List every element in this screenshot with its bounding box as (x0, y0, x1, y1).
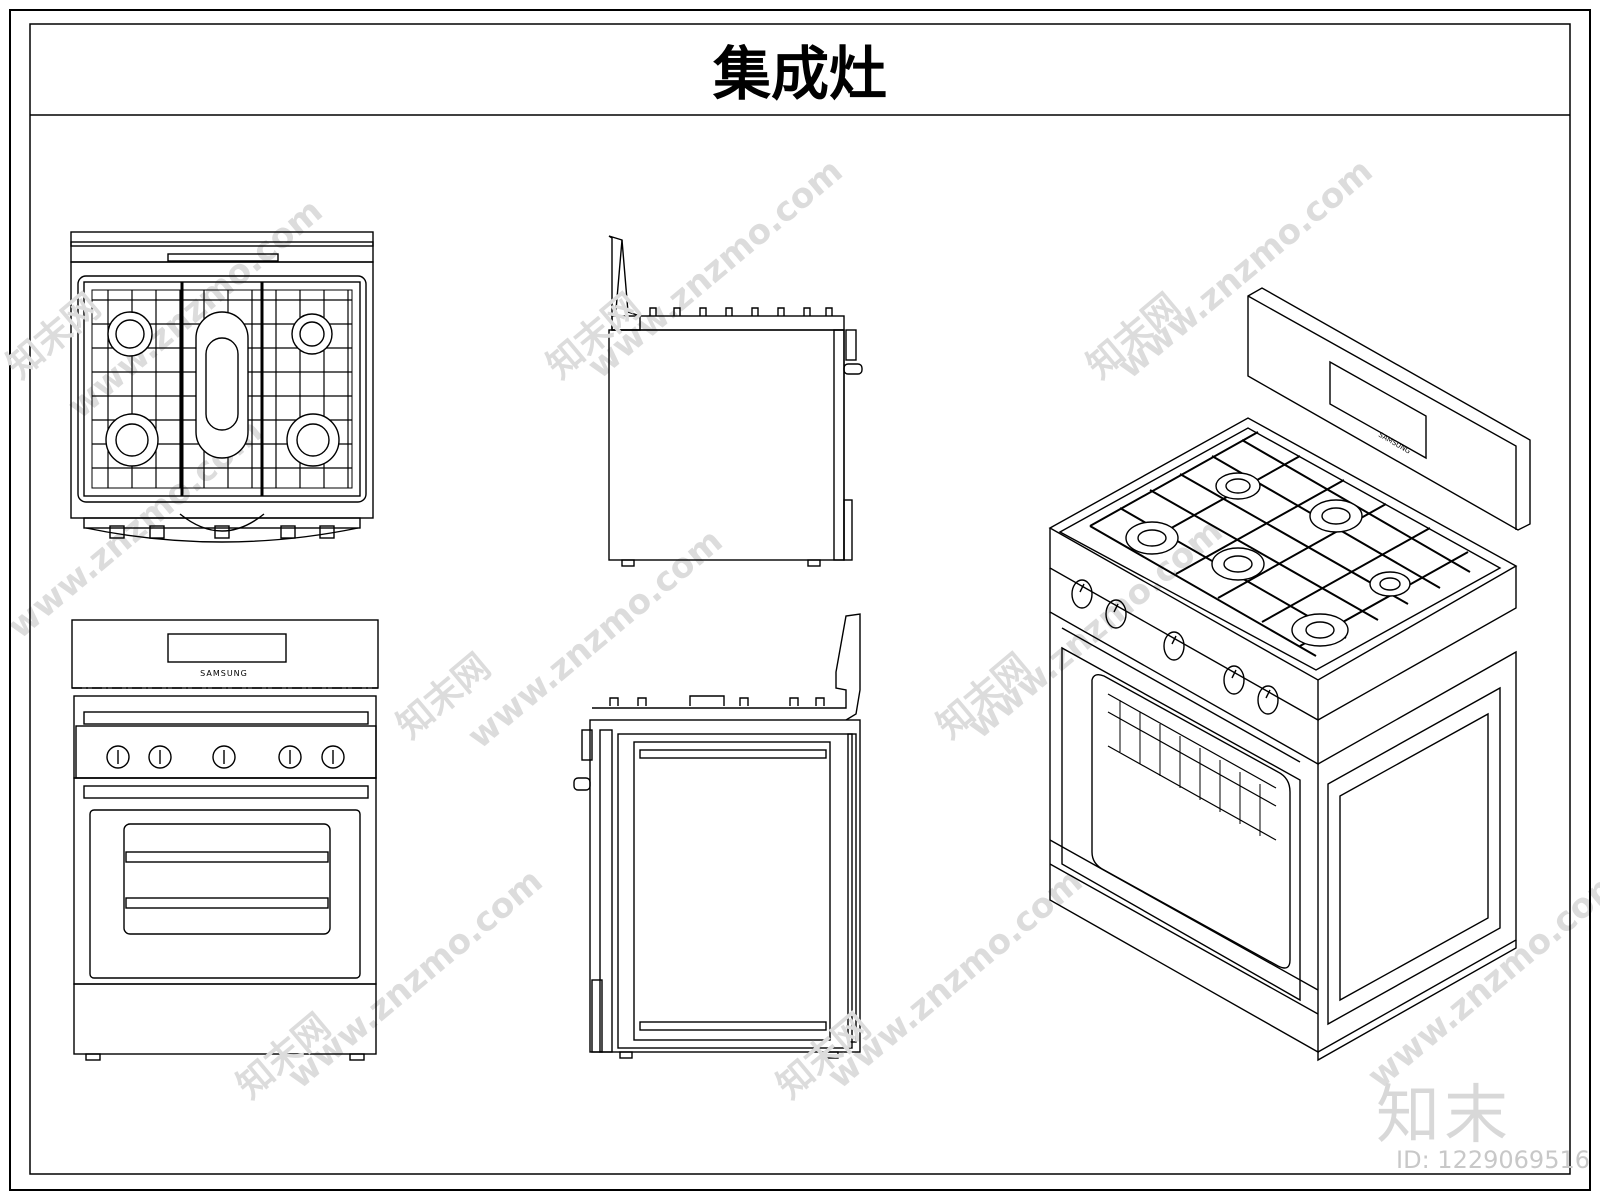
watermark-url: www.znzmo.com (280, 861, 550, 1097)
front-brand-plate: SAMSUNG (200, 669, 248, 678)
watermark-url: www.znzmo.com (960, 511, 1230, 747)
watermark-url: www.znzmo.com (460, 521, 730, 757)
watermark-id: ID: 1229069516 (1396, 1146, 1590, 1174)
front-view (71, 619, 379, 1061)
inner-border (29, 23, 1571, 1175)
page-title: 集成灶 (712, 40, 887, 108)
watermark-url: www.znzmo.com (1360, 861, 1600, 1097)
watermark-url: www.znzmo.com (1110, 151, 1380, 387)
side-view-right (573, 613, 861, 1059)
top-view (70, 231, 374, 543)
isometric-view (1048, 287, 1531, 1062)
outer-border (9, 9, 1591, 1191)
watermark-url: www.znzmo.com (580, 151, 850, 387)
side-view-left (608, 235, 863, 567)
watermark-brand: 知末 (1376, 1079, 1512, 1153)
